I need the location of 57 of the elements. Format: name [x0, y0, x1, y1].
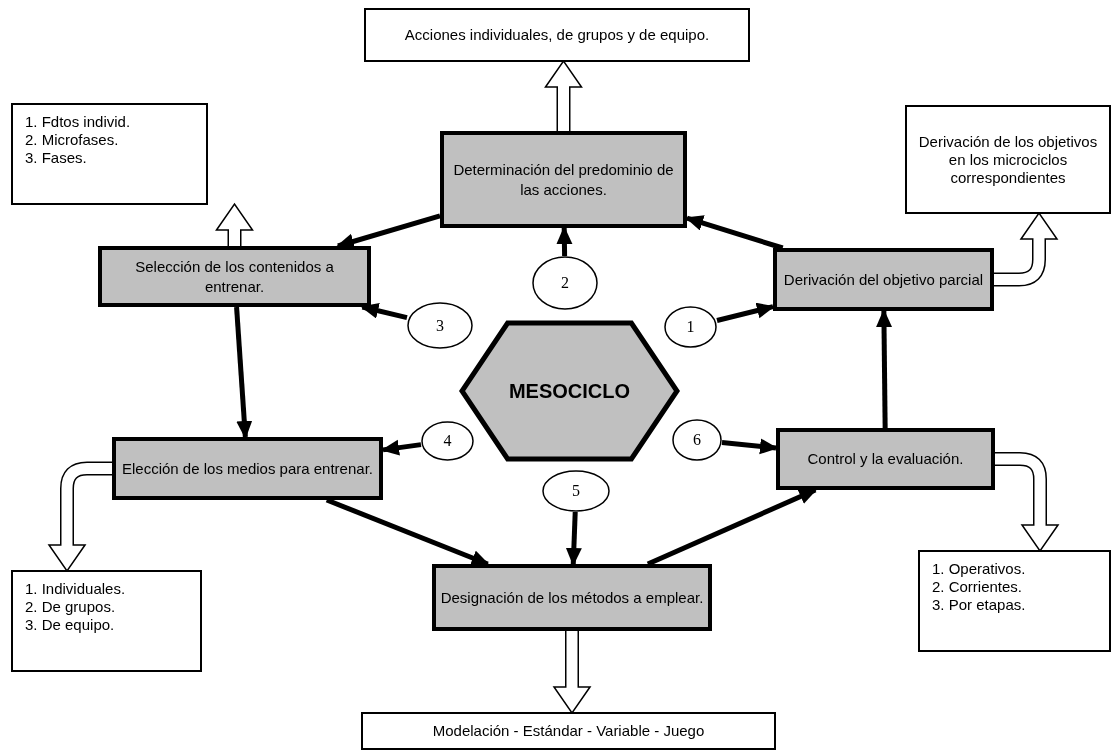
arrow — [360, 302, 408, 321]
node-text: Selección de los contenidos a entrenar. — [134, 257, 335, 296]
node-text: 2. Corrientes. — [932, 578, 1023, 596]
arrow — [556, 226, 573, 257]
arrow — [876, 309, 893, 429]
node-text: 1 — [686, 317, 695, 337]
text-box — [905, 105, 1111, 214]
hollow-arrow — [995, 452, 1059, 552]
node-text: 1. Individuales. — [25, 580, 126, 598]
node-text: 6 — [693, 430, 701, 450]
node-text: 3. De equipo. — [25, 616, 115, 634]
node-text: 1. Fdtos individ. — [25, 113, 131, 131]
node-text: 4 — [443, 431, 452, 451]
list-box — [11, 570, 202, 672]
node-text: Elección de los medios para entrenar. — [122, 458, 373, 479]
process-box — [773, 248, 994, 311]
number-ellipse — [532, 256, 598, 310]
node-text: 3. Por etapas. — [932, 596, 1026, 614]
text-box — [364, 8, 750, 62]
arrow — [721, 438, 778, 455]
hollow-arrow — [544, 60, 583, 131]
node-text: 3 — [436, 315, 444, 336]
process-box — [112, 437, 383, 500]
node-text: 5 — [572, 481, 580, 501]
list-box — [918, 550, 1111, 652]
hollow-arrow — [48, 461, 112, 572]
node-text: Designación de los métodos a emplear. — [440, 587, 704, 608]
number-ellipse — [672, 419, 722, 461]
text-box — [361, 712, 776, 750]
number-ellipse — [407, 302, 473, 349]
node-text: Acciones individuales, de grupos y de equipo. — [404, 26, 710, 44]
process-box — [98, 246, 371, 307]
node-text: Modelación - Estándar - Variable - Juego — [432, 722, 705, 740]
node-text: MESOCICLO — [508, 379, 631, 404]
hollow-arrow — [553, 631, 591, 714]
number-ellipse — [421, 421, 474, 461]
number-ellipse — [664, 306, 717, 348]
node-text: 2 — [561, 273, 569, 293]
arrow — [565, 511, 582, 566]
node-text: Derivación del objetivo parcial — [783, 269, 984, 290]
hollow-arrow — [994, 212, 1058, 287]
process-box — [432, 564, 712, 631]
number-ellipse — [542, 470, 610, 512]
node-text: Determinación del predominio de las acciones. — [452, 160, 675, 199]
node-text: Derivación de los objetivos en los microciclos correspondientes — [917, 132, 1099, 187]
arrow — [716, 302, 775, 323]
process-box — [776, 428, 995, 490]
node-text: 3. Fases. — [25, 149, 87, 167]
arrow — [234, 306, 253, 439]
list-box — [11, 103, 208, 205]
node-text: 2. De grupos. — [25, 598, 116, 616]
node-text: 2. Microfases. — [25, 131, 119, 149]
hexagon — [459, 320, 680, 462]
hollow-arrow — [215, 203, 254, 246]
node-text: Control y la evaluación. — [807, 449, 964, 469]
process-box — [440, 131, 687, 228]
node-text: 1. Operativos. — [932, 560, 1026, 578]
